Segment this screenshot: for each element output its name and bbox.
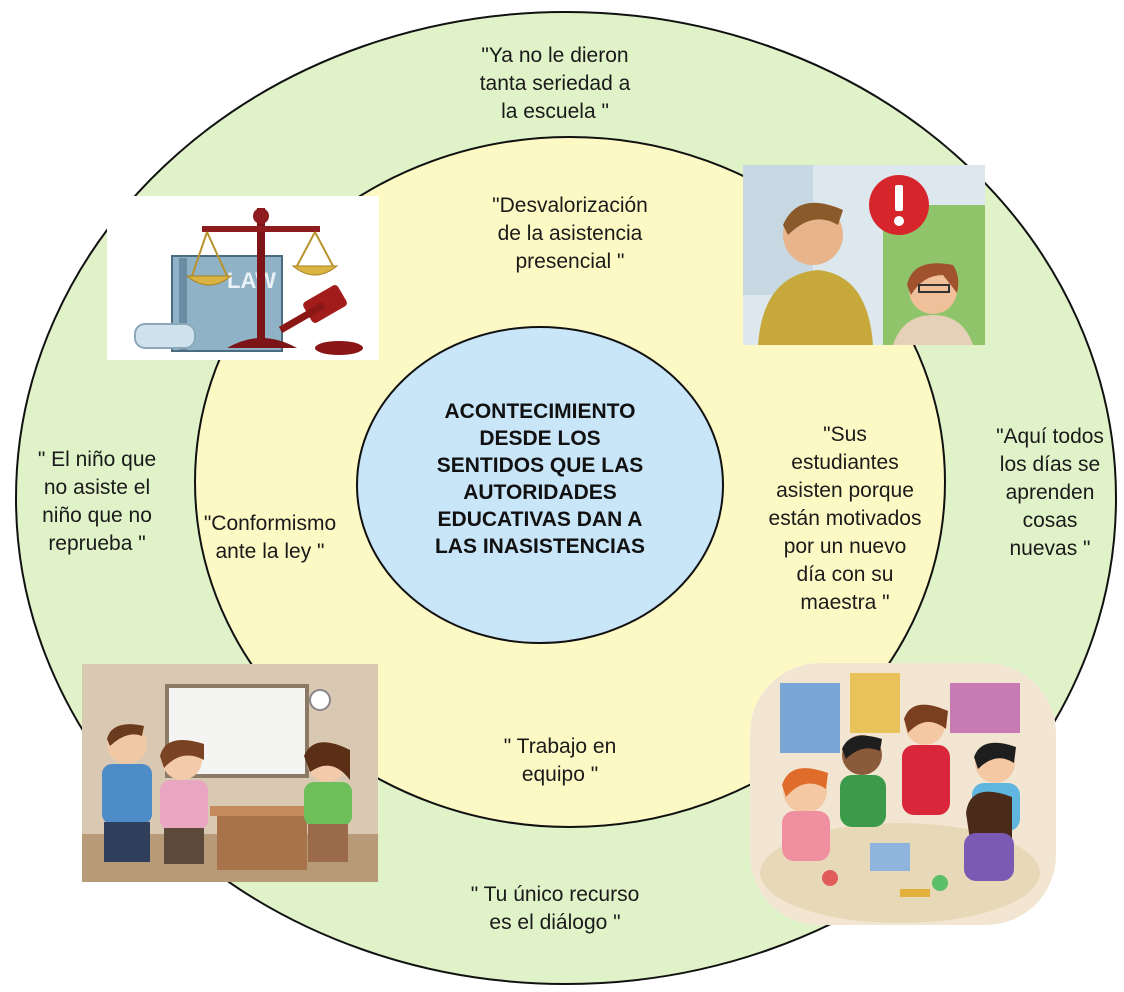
center-label: ACONTECIMIENTO DESDE LOS SENTIDOS QUE LA… xyxy=(434,400,646,558)
children-crafts-illustration xyxy=(750,663,1056,925)
teacher-warning-illustration xyxy=(743,165,985,345)
outer-text-right: "Aquí todos los días se aprenden cosas n… xyxy=(996,425,1104,560)
center-circle xyxy=(356,326,724,644)
inner-text-top: "Desvalorización de la asistencia presen… xyxy=(492,194,648,273)
svg-text:LAW: LAW xyxy=(227,268,276,293)
outer-text-bottom: " Tu único recurso es el diálogo " xyxy=(470,883,640,934)
inner-text-bottom: " Trabajo en equipo " xyxy=(503,735,617,786)
classroom-meeting-illustration xyxy=(82,664,378,882)
law-scales-gavel-illustration: LAW xyxy=(107,196,379,360)
inner-text-left: "Conformismo ante la ley " xyxy=(203,512,337,563)
inner-text-right: "Sus estudiantes asisten porque están mo… xyxy=(768,423,922,614)
outer-text-left: " El niño que no asiste el niño que no r… xyxy=(37,448,157,555)
outer-text-top: "Ya no le dieron tanta seriedad a la esc… xyxy=(479,44,631,123)
